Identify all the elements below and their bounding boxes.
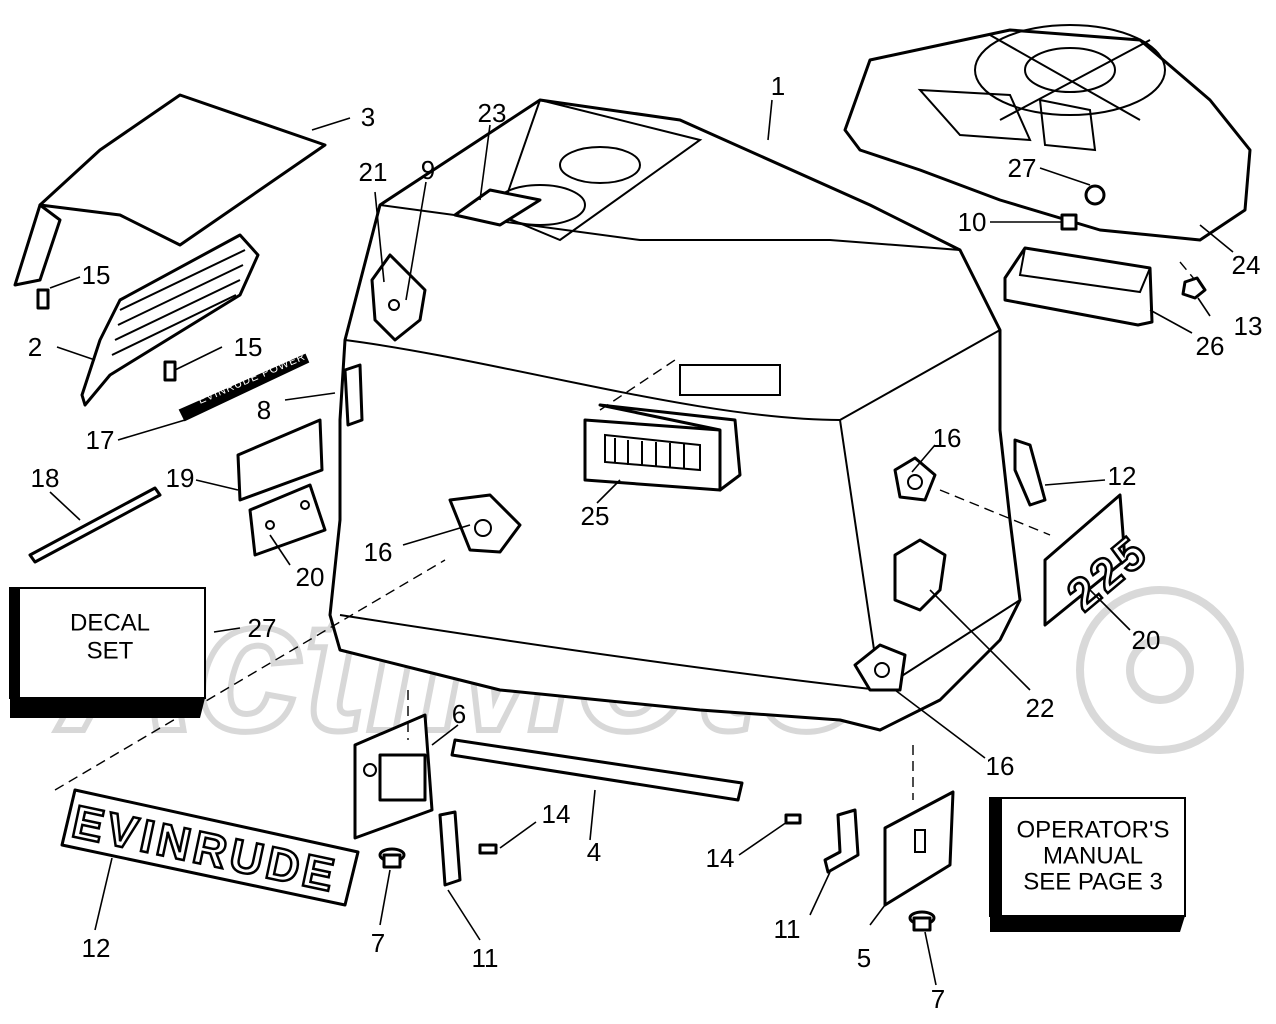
- grommet-plate-left[interactable]: [448, 493, 522, 554]
- callout-22[interactable]: 22: [1026, 693, 1055, 723]
- callout-17[interactable]: 17: [86, 425, 115, 455]
- bracket-11-right[interactable]: [823, 808, 860, 874]
- evinrude-decal[interactable]: EVINRUDE: [60, 788, 360, 907]
- latch-plate[interactable]: [370, 253, 427, 342]
- callout-10[interactable]: 10: [958, 207, 987, 237]
- callout-12-right[interactable]: 12: [1108, 461, 1137, 491]
- svg-text:EVINRUDE: EVINRUDE: [68, 795, 343, 902]
- air-silencer-cover[interactable]: [13, 93, 327, 287]
- callout-11-right[interactable]: 11: [774, 914, 801, 944]
- callout-19[interactable]: 19: [166, 463, 195, 493]
- bottom-seal-4[interactable]: [450, 738, 744, 802]
- callout-4[interactable]: 4: [587, 837, 601, 867]
- decal-set-box[interactable]: DECAL SET: [9, 587, 206, 718]
- callout-8[interactable]: 8: [257, 395, 271, 425]
- model-decal[interactable]: 225: [1043, 493, 1160, 627]
- vent-grille[interactable]: [583, 403, 742, 492]
- callout-1[interactable]: 1: [771, 71, 785, 101]
- decal-plate-19[interactable]: [236, 418, 324, 502]
- callout-20-right[interactable]: 20: [1132, 625, 1161, 655]
- nut-13[interactable]: [1181, 276, 1207, 300]
- rear-air-intake[interactable]: [453, 188, 542, 227]
- callout-12-left[interactable]: 12: [82, 933, 111, 963]
- callout-24[interactable]: 24: [1232, 250, 1261, 280]
- callout-9[interactable]: 9: [421, 155, 435, 185]
- callout-7-left[interactable]: 7: [371, 928, 385, 958]
- bracket-11-left[interactable]: [438, 810, 462, 887]
- callout-5[interactable]: 5: [857, 943, 871, 973]
- callout-23[interactable]: 23: [478, 98, 507, 128]
- callout-13[interactable]: 13: [1234, 311, 1263, 341]
- callout-21[interactable]: 21: [359, 157, 388, 187]
- callout-16-left[interactable]: 16: [364, 537, 393, 567]
- callout-14-right[interactable]: 14: [706, 843, 735, 873]
- callout-6[interactable]: 6: [452, 699, 466, 729]
- callout-27-top[interactable]: 27: [1008, 153, 1037, 183]
- screw-10[interactable]: [1060, 213, 1078, 231]
- callout-14-left[interactable]: 14: [542, 799, 571, 829]
- grommet-plate-lower[interactable]: [853, 643, 907, 692]
- mount-bracket-20[interactable]: [248, 483, 327, 557]
- sound-foam-8[interactable]: [343, 363, 364, 427]
- grommet-plate-right[interactable]: [893, 456, 937, 502]
- screw-14-left[interactable]: [478, 843, 498, 855]
- callout-16-right[interactable]: 16: [933, 423, 962, 453]
- callouts: 1 2 3 4 5 6 7 7 8 9 10 11 11 12 12 13 14…: [28, 71, 1263, 1014]
- svg-text:MANUAL: MANUAL: [1043, 843, 1143, 870]
- callout-25[interactable]: 25: [581, 501, 610, 531]
- seal-strip-18[interactable]: [28, 486, 162, 564]
- screw-15-upper[interactable]: [36, 288, 50, 310]
- side-bracket[interactable]: [1013, 438, 1047, 507]
- engine-top-cover[interactable]: [843, 24, 1252, 242]
- washer-27[interactable]: [1084, 184, 1106, 206]
- callout-7-right[interactable]: 7: [931, 984, 945, 1014]
- callout-15-lower[interactable]: 15: [234, 332, 263, 362]
- callout-27-box[interactable]: 27: [248, 613, 277, 643]
- intake-housing-26[interactable]: [1003, 246, 1154, 327]
- grommet-7-left[interactable]: [378, 847, 406, 869]
- latch-plate-5[interactable]: [883, 790, 955, 907]
- callout-26[interactable]: 26: [1196, 331, 1225, 361]
- svg-text:DECAL: DECAL: [70, 610, 150, 637]
- grommet-7-right[interactable]: [908, 910, 936, 932]
- screw-14-right[interactable]: [784, 813, 802, 825]
- callout-16-lower[interactable]: 16: [986, 751, 1015, 781]
- svg-text:SET: SET: [87, 638, 134, 665]
- dashed-guides: [54, 261, 1196, 800]
- louver-panel[interactable]: [80, 233, 260, 407]
- svg-text:SEE PAGE 3: SEE PAGE 3: [1023, 869, 1163, 896]
- callout-20-left[interactable]: 20: [296, 562, 325, 592]
- callout-2[interactable]: 2: [28, 332, 42, 362]
- callout-11-left[interactable]: 11: [472, 943, 499, 973]
- callout-15-upper[interactable]: 15: [82, 260, 111, 290]
- screw-15-lower[interactable]: [163, 360, 177, 382]
- callout-3[interactable]: 3: [361, 102, 375, 132]
- operator-manual-box[interactable]: OPERATOR'S MANUAL SEE PAGE 3: [989, 797, 1186, 932]
- leader-lines: [49, 99, 1234, 986]
- callout-18[interactable]: 18: [31, 463, 60, 493]
- svg-text:OPERATOR'S: OPERATOR'S: [1016, 817, 1169, 844]
- latch-assembly[interactable]: [353, 713, 434, 840]
